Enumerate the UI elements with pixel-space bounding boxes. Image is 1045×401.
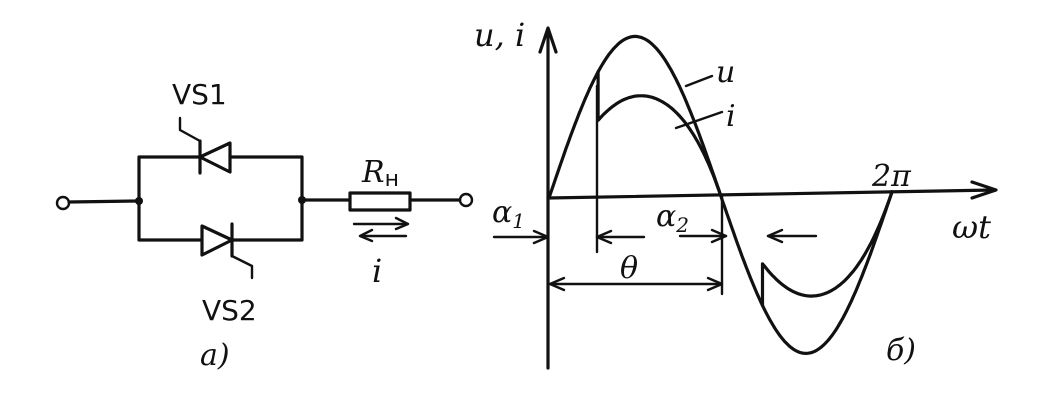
period-label: 2π <box>871 159 912 194</box>
circuit-caption: а) <box>200 338 230 373</box>
curve-i-label: i <box>726 99 736 134</box>
resistor-label: Rн <box>361 155 399 192</box>
i-label-leader <box>674 110 724 130</box>
input-terminal <box>55 195 71 211</box>
vs1-label: VS1 <box>172 78 227 111</box>
load-resistor <box>348 191 412 212</box>
u-label-leader <box>684 74 714 88</box>
curve-u-label: u <box>716 55 735 90</box>
alpha1-dimension <box>492 84 646 254</box>
alpha2-label: α2 <box>656 199 689 237</box>
y-axis-arrow <box>538 26 558 54</box>
circuit-diagram: VS1 VS2 Rн i а) <box>55 78 474 373</box>
thyristor-vs2-symbol <box>200 222 254 280</box>
thyristor-vs1-symbol <box>178 116 232 175</box>
x-axis-arrow <box>970 180 998 200</box>
x-axis <box>546 188 997 200</box>
y-axis-label: u, i <box>474 16 525 54</box>
theta-dimension <box>548 193 724 296</box>
output-terminal <box>458 192 474 208</box>
alpha1-label: α1 <box>492 195 525 233</box>
current-curve-i-positive <box>596 70 723 197</box>
input-lead <box>67 199 140 204</box>
waveform-caption: б) <box>886 333 916 368</box>
waveform-diagram: u, i ωt u i 2π α1 θ α2 <box>474 16 998 370</box>
vs2-label: VS2 <box>202 294 257 327</box>
current-curve-i-negative <box>760 190 894 308</box>
current-label: i <box>372 252 382 290</box>
current-direction-arrows <box>352 216 410 243</box>
theta-label: θ <box>620 251 638 286</box>
x-axis-label: ωt <box>952 208 991 246</box>
alpha2-dimension <box>678 228 818 244</box>
